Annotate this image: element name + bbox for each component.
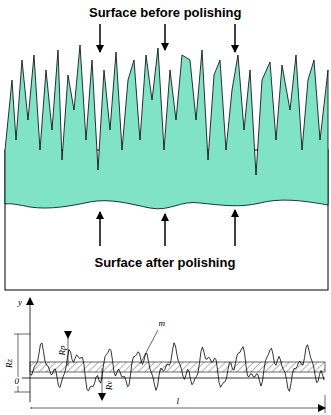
surface-label: Surface after polishing (95, 256, 236, 269)
dimension-label: Rv (105, 379, 114, 391)
dimension-label: l (176, 397, 181, 406)
axis-origin: 0 (14, 377, 21, 386)
axis-label: y (17, 298, 23, 307)
line-label: m (158, 319, 167, 328)
dimension-label: Rz (5, 358, 14, 369)
dimension-label: Rp (58, 344, 67, 356)
surface-label: Surface before polishing (89, 6, 241, 19)
